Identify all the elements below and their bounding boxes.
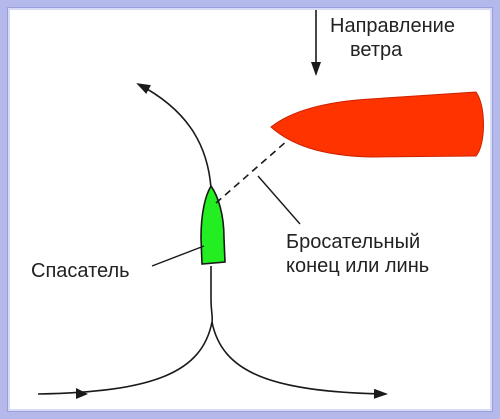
incoming-trajectory: [37, 321, 213, 395]
wind-direction-line2: ветра: [350, 39, 403, 61]
wind-direction-label: Направление ветра: [330, 14, 455, 62]
wind-direction-line1: Направление: [330, 15, 455, 37]
rescuer-label-text: Спасатель: [31, 260, 130, 282]
incoming-arrow-icon: [76, 388, 88, 399]
rescued-boat: [270, 91, 484, 158]
throwing-line: [215, 139, 289, 204]
rope-label-leader: [257, 175, 301, 225]
rescuer-boat: [200, 184, 226, 265]
throwing-line-label-line1: Бросательный: [286, 231, 421, 253]
rescuer-label-leader: [151, 245, 205, 267]
outgoing-trajectory: [211, 321, 388, 399]
upper-trajectory: [136, 83, 212, 189]
throwing-line-label: Бросательный конец или линь: [286, 230, 429, 278]
throwing-line-label-line2: конец или линь: [286, 255, 430, 277]
rescuer-label: Спасатель: [31, 259, 130, 283]
lower-stem: [210, 266, 214, 323]
